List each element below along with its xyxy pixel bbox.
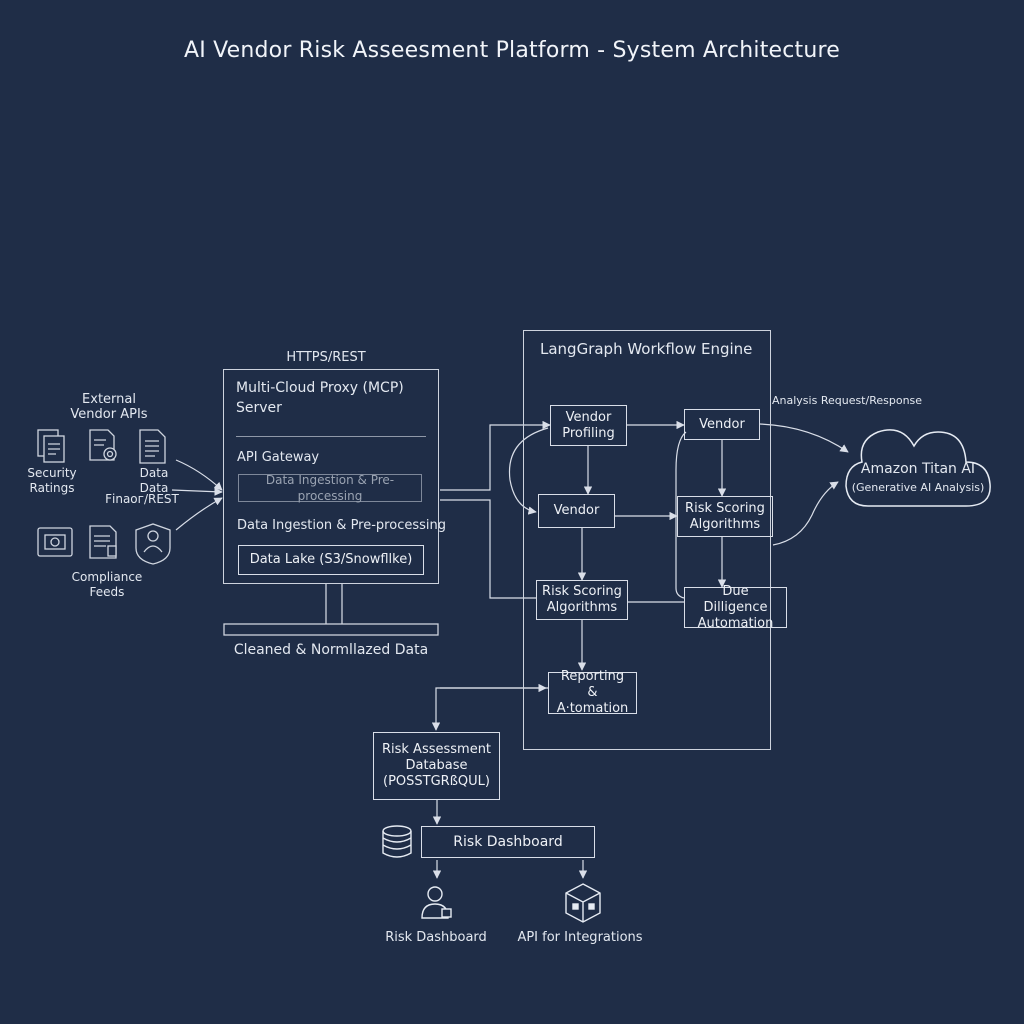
risk-dashboard-user-label: Risk Dashboard — [385, 930, 487, 945]
edge-vendortop-loop — [675, 431, 687, 599]
risk-scoring-left-label: Risk Scoring Algorithms — [542, 584, 622, 615]
data-label: Data Data — [139, 466, 169, 495]
user-icon — [421, 886, 452, 919]
due-diligence-label: Due Dilligence Automation — [697, 583, 774, 631]
external-vendor-apis-label: External Vendor APIs — [70, 392, 148, 422]
vendor-mid-box[interactable]: Vendor — [538, 494, 615, 528]
workflow-engine-frame — [523, 330, 771, 750]
api-gateway-label: API Gateway — [237, 450, 320, 465]
amazon-titan-subtitle: (Generative AI Analysis) — [851, 481, 985, 494]
protocol-label: HTTPS/REST — [286, 350, 366, 365]
compliance-feeds-label: Compliance Feeds — [71, 570, 143, 599]
page-title: AI Vendor Risk Asseesment Platform - Sys… — [183, 38, 841, 63]
reporting-label: Reporting & A·tomation — [556, 669, 629, 716]
database-icon — [382, 825, 412, 858]
edge-profiling-loop — [508, 427, 549, 515]
vendor-profiling-box[interactable]: Vendor Profiling — [550, 405, 627, 446]
risk-scoring-right-label: Risk Scoring Algorithms — [685, 500, 765, 532]
risk-db-box[interactable]: Risk Assessment Database (POSSTGRßQUL) — [373, 732, 500, 800]
amazon-titan-label: Amazon Titan AI — [860, 461, 976, 477]
data-ingestion-box[interactable]: Data Ingestion & Pre-processing — [238, 473, 422, 503]
risk-scoring-left-box[interactable]: Risk Scoring Algorithms — [536, 580, 628, 620]
cloud-icon — [845, 429, 991, 507]
cube-icon — [565, 883, 601, 923]
edge-to-ai — [759, 423, 849, 453]
analysis-edge-label: Analysis Request/Response — [772, 394, 923, 407]
risk-db-label: Risk Assessment Database (POSSTGRßQUL) — [381, 742, 492, 789]
risk-dashboard-box-label: Risk Dashboard — [453, 834, 563, 850]
data-lake-box[interactable]: Data Lake (S3/Snowfllke) — [238, 545, 424, 575]
risk-dashboard-box[interactable]: Risk Dashboard — [421, 826, 595, 858]
monitor-stand — [223, 584, 439, 636]
risk-scoring-right-box[interactable]: Risk Scoring Algorithms — [677, 496, 773, 537]
finance-label: Fіnаoг/REST — [105, 492, 179, 506]
grid-document-icon — [89, 525, 117, 559]
edge-sources-top — [175, 459, 223, 491]
vendor-top-box[interactable]: Vendor — [684, 409, 760, 440]
reporting-box[interactable]: Reporting & A·tomation — [548, 669, 637, 716]
vendor-top-label: Vendor — [699, 416, 745, 432]
edge-sources-bottom — [175, 497, 223, 531]
due-diligence-box[interactable]: Due Dilligence Automation — [684, 584, 787, 631]
mcp-server-frame — [223, 369, 439, 584]
security-ratings-label: Security Ratings — [27, 466, 77, 495]
mcp-server-title: Multi-Cloud Proxy (MCP) Server — [236, 380, 404, 416]
gear-document-icon — [89, 429, 117, 461]
mcp-divider — [236, 436, 426, 437]
vendor-profiling-label: Vendor Profiling — [562, 409, 615, 441]
camera-icon — [37, 527, 73, 557]
user-shield-icon — [135, 523, 171, 565]
edge-sources-mid — [171, 487, 223, 496]
cleaned-data-label: Cleaned & Normllazed Data — [233, 642, 429, 658]
edge-mcp-profiling — [440, 420, 551, 491]
list-document-icon — [139, 429, 166, 464]
api-integrations-label: API for Integrations — [517, 930, 643, 945]
data-ingestion-label: Data Ingestion & Pre-processing — [237, 518, 446, 533]
data-lake-label: Data Lake (S3/Snowfllke) — [249, 552, 413, 567]
edge-mcp-risk — [440, 499, 536, 599]
vendor-mid-label: Vendor — [553, 503, 600, 518]
edge-from-ai — [772, 481, 839, 546]
workflow-engine-title: LangGraph Workflow Engine — [540, 340, 753, 358]
document-icon — [37, 429, 65, 463]
data-ingestion-box-label: Data Ingestion & Pre-processing — [265, 473, 395, 503]
